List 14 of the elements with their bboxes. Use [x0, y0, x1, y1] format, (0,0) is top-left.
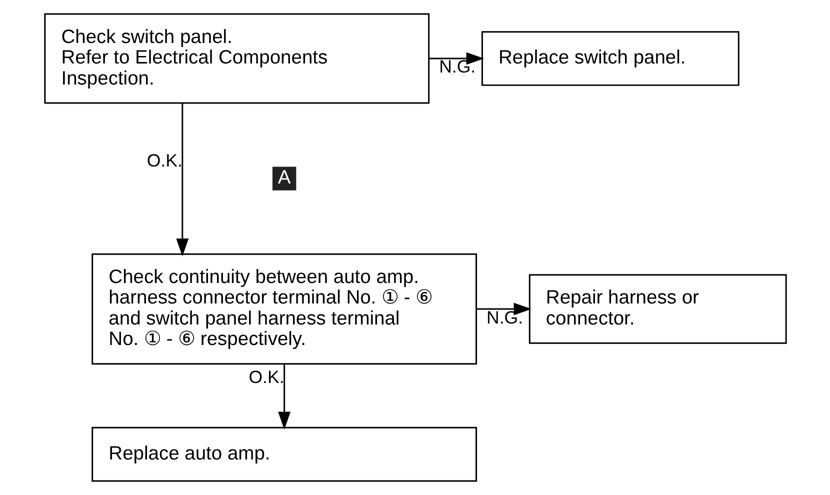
node-box: Check continuity between auto amp. harness connector terminal No. ① - ⑥ and switch panel harness terminal No. ① - ⑥ respectively.: [91, 253, 477, 365]
node-box: Replace switch panel.: [480, 31, 739, 86]
node-box: Replace auto amp.: [91, 426, 477, 482]
arrow: [278, 364, 290, 430]
node-box: Check switch panel. Refer to Electrical Components Inspection.: [44, 13, 430, 104]
arrow: [176, 103, 188, 256]
edge-label: N.G.: [486, 307, 523, 328]
edge-label: O.K.: [248, 367, 284, 388]
node-box: Repair harness or connector.: [528, 274, 786, 344]
edge-label: O.K.: [146, 150, 182, 170]
arrow: [476, 302, 532, 316]
edge-label: N.G.: [438, 56, 476, 77]
arrow: [428, 52, 484, 65]
label: A: [277, 168, 290, 189]
